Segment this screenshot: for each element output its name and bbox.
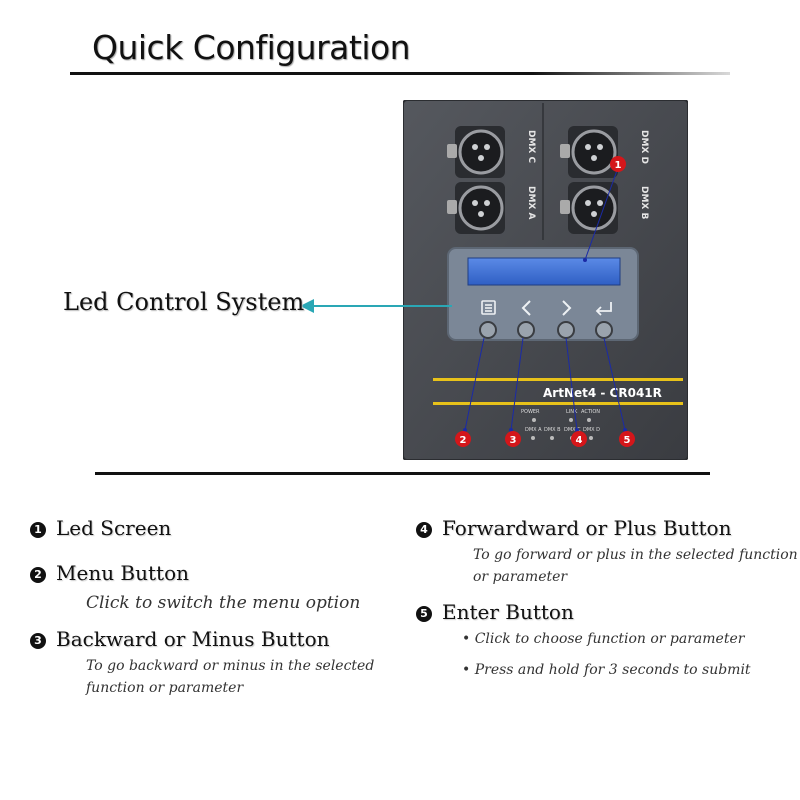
model-label: ArtNet4 - CR041R xyxy=(543,386,662,400)
svg-text:5: 5 xyxy=(624,435,631,446)
page-title: Quick Configuration xyxy=(92,28,411,67)
port-label-d: DMX D xyxy=(639,130,649,164)
port-label-a: DMX A xyxy=(526,186,536,219)
marker-5: 5 xyxy=(619,431,635,447)
title-divider xyxy=(70,72,730,75)
port-label-c: DMX C xyxy=(526,130,536,163)
enter-button xyxy=(595,321,613,339)
legend-desc: • Press and hold for 3 seconds to submit xyxy=(462,662,751,678)
legend-item-1: 1 Led Screen xyxy=(30,516,171,540)
svg-text:1: 1 xyxy=(615,160,622,171)
led-label-dmx-c: DMX C xyxy=(564,427,581,433)
callout-label: Led Control System xyxy=(63,288,305,316)
forward-button xyxy=(557,321,575,339)
enter-icon xyxy=(595,302,612,316)
legend-desc: • Click to choose function or parameter xyxy=(462,631,745,647)
backward-button xyxy=(517,321,535,339)
leader-line-1 xyxy=(584,161,621,261)
legend-desc: Click to switch the menu option xyxy=(86,593,361,613)
xlr-port-b xyxy=(560,182,618,234)
number-badge: 2 xyxy=(30,567,46,583)
svg-text:3: 3 xyxy=(510,435,517,446)
legend-title: Backward or Minus Button xyxy=(56,627,330,651)
legend-item-2: 2 Menu Button xyxy=(30,561,189,585)
xlr-port-a xyxy=(447,182,505,234)
marker-2: 2 xyxy=(455,431,471,447)
legend-desc: To go forward or plus in the selected fu… xyxy=(473,547,798,563)
legend-title: Menu Button xyxy=(56,561,190,585)
chevron-right-icon xyxy=(562,300,572,316)
marker-3: 3 xyxy=(505,431,521,447)
menu-button xyxy=(479,321,497,339)
status-power: POWER xyxy=(521,409,540,415)
led-dmx-d xyxy=(589,436,593,440)
legend-title: Led Screen xyxy=(56,516,172,540)
legend-desc: or parameter xyxy=(473,569,568,585)
legend-item-5: 5 Enter Button xyxy=(416,600,574,624)
led-power xyxy=(532,418,536,422)
stripe-top xyxy=(433,378,683,381)
led-label-dmx-d: DMX D xyxy=(583,427,600,433)
xlr-port-d xyxy=(560,126,618,178)
led-action xyxy=(587,418,591,422)
xlr-port-c xyxy=(447,126,505,178)
number-badge: 3 xyxy=(30,633,46,649)
marker-4: 4 xyxy=(571,431,587,447)
svg-text:2: 2 xyxy=(460,435,467,446)
marker-1: 1 xyxy=(610,156,626,172)
number-badge: 5 xyxy=(416,606,432,622)
led-label-dmx-a: DMX A xyxy=(525,427,542,433)
port-label-b: DMX B xyxy=(639,186,649,219)
chevron-left-icon xyxy=(521,300,531,316)
legend-item-3: 3 Backward or Minus Button xyxy=(30,627,330,651)
legend-desc: function or parameter xyxy=(86,680,244,696)
number-badge: 1 xyxy=(30,522,46,538)
stripe-bottom xyxy=(433,402,683,405)
menu-icon xyxy=(481,300,496,315)
legend-title: Forwardward or Plus Button xyxy=(442,516,732,540)
section-divider xyxy=(95,472,710,475)
status-link: LINK xyxy=(566,409,578,415)
leader-line-5 xyxy=(603,337,626,431)
led-dmx-a xyxy=(531,436,535,440)
leader-line-3 xyxy=(510,337,524,431)
number-badge: 4 xyxy=(416,522,432,538)
lcd-screen xyxy=(467,257,621,286)
led-label-dmx-b: DMX B xyxy=(544,427,561,433)
leader-line-2 xyxy=(464,337,485,431)
svg-text:4: 4 xyxy=(576,435,583,446)
status-action: ACTION xyxy=(581,409,600,415)
led-dmx-b xyxy=(550,436,554,440)
callout-arrow xyxy=(300,296,455,320)
leader-line-4 xyxy=(565,337,578,431)
legend-title: Enter Button xyxy=(442,600,574,624)
legend-item-4: 4 Forwardward or Plus Button xyxy=(416,516,731,540)
legend-desc: To go backward or minus in the selected xyxy=(86,658,375,674)
led-link xyxy=(569,418,573,422)
device-panel: DMX C DMX D DMX A DMX B ArtNet4 - CR041R… xyxy=(403,100,688,460)
